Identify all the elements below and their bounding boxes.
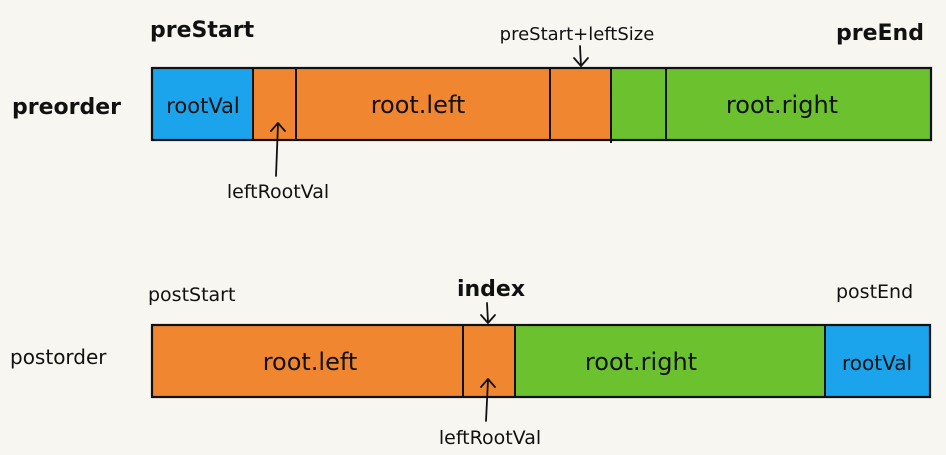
postorder-rootval-text: rootVal xyxy=(842,351,912,375)
index-arrow xyxy=(480,302,496,324)
pre-end-label: preEnd xyxy=(836,21,924,46)
preorder-right-text: root.right xyxy=(726,91,838,119)
postorder-right-text: root.right xyxy=(585,348,697,376)
postorder-left-segment xyxy=(152,325,515,397)
preorder-row: rootVal root.left root.right preorder pr… xyxy=(12,18,933,203)
postorder-right-segment xyxy=(515,325,825,397)
postorder-left-root-val-label: leftRootVal xyxy=(439,427,541,449)
preorder-left-segment xyxy=(253,68,611,140)
postorder-row-label: postorder xyxy=(10,345,107,369)
preorder-left-text: root.left xyxy=(371,91,466,119)
postorder-left-root-arrow xyxy=(480,378,496,422)
preorder-left-root-val-label: leftRootVal xyxy=(227,181,329,203)
preorder-array-outline xyxy=(150,66,933,142)
pre-start-plus-left-size-label: preStart+leftSize xyxy=(500,24,655,45)
postorder-row: root.left root.right rootVal postorder p… xyxy=(10,277,932,449)
postorder-left-text: root.left xyxy=(263,348,358,376)
post-end-label: postEnd xyxy=(836,281,913,303)
post-start-label: postStart xyxy=(148,284,235,306)
preorder-right-segment xyxy=(611,68,931,140)
preorder-rootval-text: rootVal xyxy=(166,94,240,118)
postorder-rootval-segment xyxy=(825,325,930,397)
pre-start-label: preStart xyxy=(150,18,255,43)
preorder-left-root-arrow xyxy=(270,122,286,177)
pre-split-arrow xyxy=(573,45,589,67)
preorder-rootval-segment xyxy=(152,68,253,140)
postorder-array-outline xyxy=(150,323,932,399)
preorder-row-label: preorder xyxy=(12,95,121,120)
index-label: index xyxy=(457,277,525,302)
